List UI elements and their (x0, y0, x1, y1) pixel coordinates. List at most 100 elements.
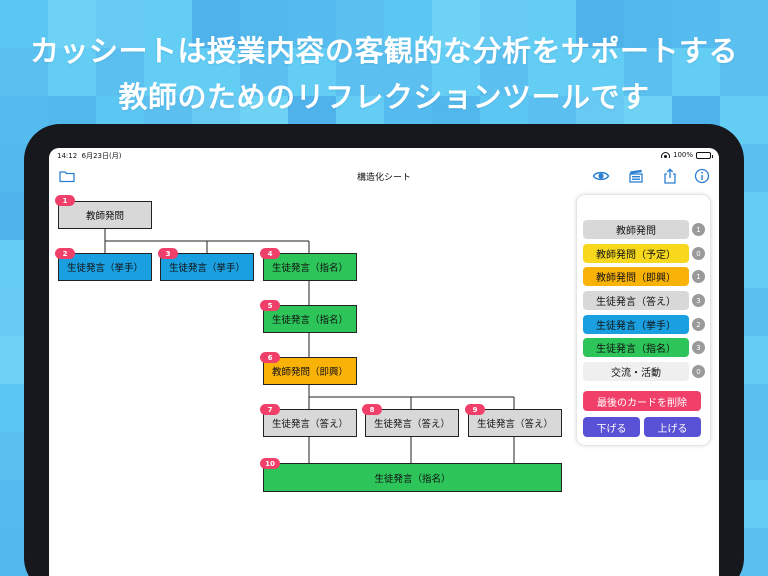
background-tile (480, 48, 528, 96)
background-tile (624, 48, 672, 96)
category-count: 2 (692, 318, 705, 331)
background-tile (336, 0, 384, 48)
background-tile (240, 48, 288, 96)
add-student-answer-button[interactable]: 生徒発言（答え） (583, 291, 689, 310)
background-tile (480, 0, 528, 48)
background-tile (48, 48, 96, 96)
category-count: 0 (692, 365, 705, 378)
add-exchange-activity-button[interactable]: 交流・活動 (583, 362, 689, 381)
connector-lines (104, 229, 515, 463)
background-tile (192, 48, 240, 96)
move-up-button[interactable]: 上げる (644, 417, 701, 437)
background-tile (672, 0, 720, 48)
background-tile (720, 48, 768, 96)
info-icon[interactable] (693, 167, 711, 185)
card-number-badge: 7 (260, 404, 280, 415)
card-label: 教師発問（即興） (271, 367, 348, 378)
category-count: 1 (692, 223, 705, 236)
card-number-badge: 3 (158, 248, 178, 259)
background-tile (576, 48, 624, 96)
eye-icon[interactable] (592, 167, 610, 185)
navigation-bar: 構造化シート (49, 164, 719, 190)
card-label: 生徒発言（挙手） (168, 263, 245, 274)
status-date: 6月23日(月) (81, 152, 122, 160)
card-label: 教師発問 (85, 211, 124, 222)
background-tile (96, 48, 144, 96)
status-bar: 14:12 6月23日(月) 100% (49, 148, 719, 162)
card-1[interactable]: 教師発問 (58, 201, 152, 229)
category-count: 0 (692, 247, 705, 260)
background-tile (576, 0, 624, 48)
palette-row: 教師発問（即興） 1 (583, 267, 705, 286)
palette-row: 生徒発言（指名） 3 (583, 338, 705, 357)
battery-icon (696, 151, 713, 159)
add-student-nominated-button[interactable]: 生徒発言（指名） (583, 338, 689, 357)
card-label: 生徒発言（指名） (374, 473, 451, 485)
background-tile (48, 0, 96, 48)
card-number-badge: 2 (55, 248, 75, 259)
background-tile (240, 0, 288, 48)
background-tile (192, 0, 240, 48)
palette-row: 教師発問（予定） 0 (583, 244, 705, 263)
card-9[interactable]: 生徒発言（答え） (468, 409, 562, 437)
background-tile (288, 0, 336, 48)
headline-line-1: カッシートは授業内容の客観的な分析をサポートする (29, 34, 738, 68)
background-tile (0, 48, 48, 96)
background-tile (720, 0, 768, 48)
card-number-badge: 1 (55, 195, 75, 206)
card-number-badge: 8 (362, 404, 382, 415)
background-tile (144, 0, 192, 48)
card-label: 生徒発言（指名） (271, 263, 348, 274)
background-tile (0, 0, 48, 48)
card-number-badge: 6 (260, 352, 280, 363)
add-teacher-question-improvised-button[interactable]: 教師発問（即興） (583, 267, 689, 286)
card-number-badge: 5 (260, 300, 280, 311)
battery-percent: 100% (672, 151, 693, 159)
background-tile (384, 48, 432, 96)
background-tile (144, 48, 192, 96)
delete-last-card-button[interactable]: 最後のカードを削除 (583, 391, 701, 411)
card-10[interactable]: 生徒発言（指名） (263, 463, 562, 492)
category-count: 3 (692, 341, 705, 354)
card-5[interactable]: 生徒発言（指名） (263, 305, 357, 333)
clapperboard-icon[interactable] (627, 167, 645, 185)
add-teacher-question-button[interactable]: 教師発問 (583, 220, 689, 239)
palette-row: 生徒発言（挙手） 2 (583, 315, 705, 334)
background-tile (336, 48, 384, 96)
card-label: 生徒発言（答え） (271, 419, 348, 430)
card-number-badge: 9 (465, 404, 485, 415)
folder-icon[interactable] (58, 167, 76, 185)
card-label: 生徒発言（挙手） (66, 263, 143, 274)
card-7[interactable]: 生徒発言（答え） (263, 409, 357, 437)
card-label: 生徒発言（指名） (271, 315, 348, 326)
background-tile (96, 0, 144, 48)
headline-line-2: 教師のためのリフレクションツールです (118, 80, 650, 114)
card-4[interactable]: 生徒発言（指名） (263, 253, 357, 281)
wifi-icon (660, 152, 670, 158)
app-screen: 14:12 6月23日(月) 100% 構造化シート (49, 148, 719, 576)
status-time: 14:12 (57, 152, 78, 160)
card-number-badge: 10 (260, 458, 280, 469)
background-tile (528, 48, 576, 96)
card-number-badge: 4 (260, 248, 280, 259)
card-6[interactable]: 教師発問（即興） (263, 357, 357, 385)
palette-row: 交流・活動 0 (583, 362, 705, 381)
background-tile (624, 0, 672, 48)
add-teacher-question-planned-button[interactable]: 教師発問（予定） (583, 244, 689, 263)
card-8[interactable]: 生徒発言（答え） (365, 409, 459, 437)
background-tile (432, 0, 480, 48)
category-count: 1 (692, 270, 705, 283)
page-title: 構造化シート (356, 173, 411, 183)
card-label: 生徒発言（答え） (476, 419, 553, 430)
card-label: 生徒発言（答え） (373, 419, 450, 430)
card-2[interactable]: 生徒発言（挙手） (58, 253, 152, 281)
add-student-raised-hand-button[interactable]: 生徒発言（挙手） (583, 315, 689, 334)
background-tile (384, 0, 432, 48)
palette-row: 生徒発言（答え） 3 (583, 291, 705, 310)
background-tile (528, 0, 576, 48)
background-tile (288, 48, 336, 96)
structure-sheet-canvas: 教師発問 1 生徒発言（挙手） 2 生徒発言（挙手） 3 生徒発言（指名） 4 … (49, 148, 719, 576)
card-palette-panel: 教師発問 1 教師発問（予定） 0 教師発問（即興） 1 生徒発言（答え） 3 … (577, 195, 710, 445)
move-down-button[interactable]: 下げる (583, 417, 640, 437)
share-icon[interactable] (661, 167, 679, 185)
